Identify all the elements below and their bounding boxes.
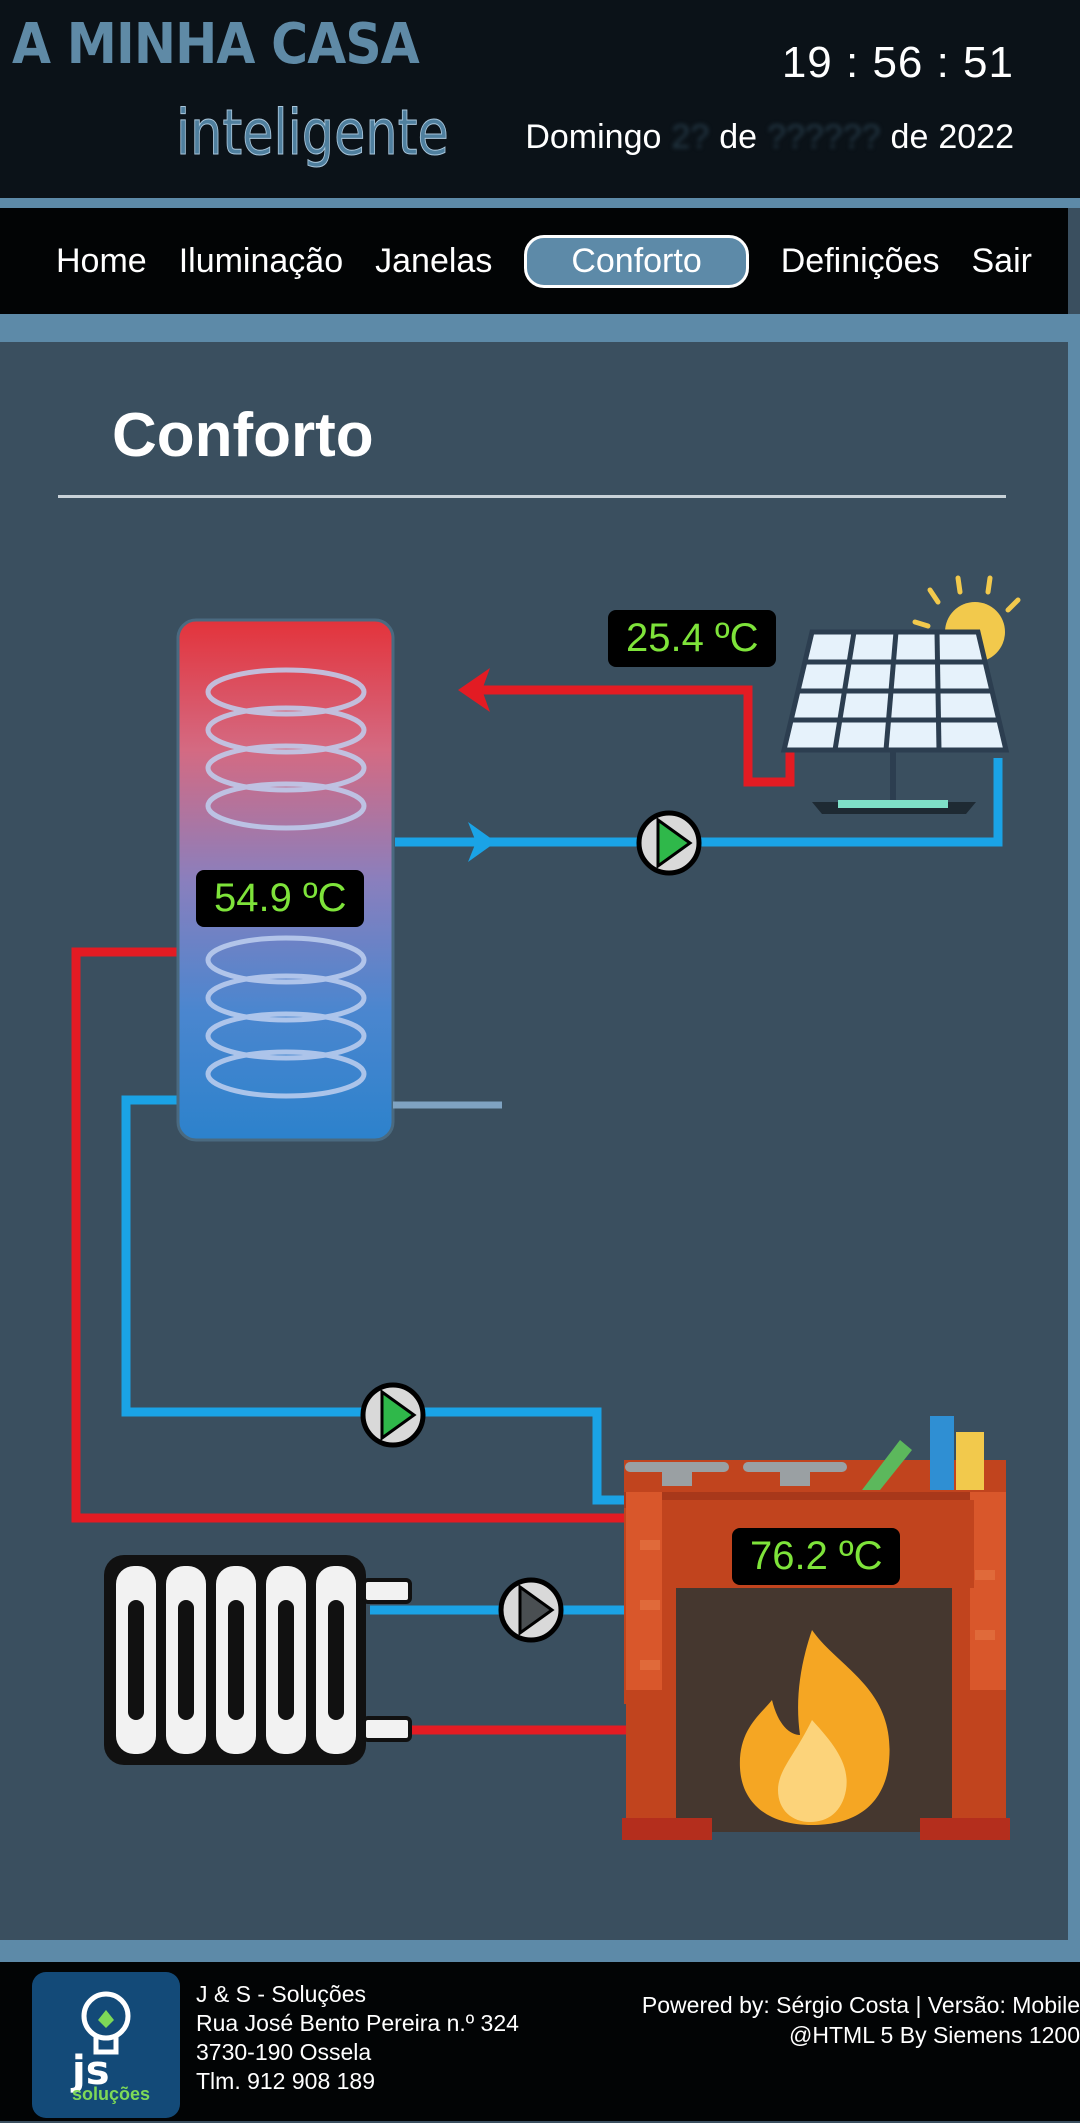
- svg-text:js: js: [70, 2048, 110, 2094]
- powered-by: Powered by: Sérgio Costa | Versão: Mobil…: [641, 1992, 1080, 2018]
- solar-temperature: 25.4 ºC: [608, 610, 777, 667]
- footer-divider: [0, 1940, 1080, 1962]
- solar-panel-icon: [780, 575, 1021, 814]
- nav-conforto[interactable]: Conforto: [524, 234, 749, 288]
- date-month: ??????: [767, 118, 881, 156]
- company-phone: Tlm. 912 908 189: [196, 2068, 376, 2094]
- date-weekday: Domingo: [525, 118, 662, 156]
- nav-definicoes[interactable]: Definições: [780, 241, 940, 280]
- nav-home[interactable]: Home: [56, 241, 147, 280]
- credits: Powered by: Sérgio Costa | Versão: Mobil…: [642, 1990, 1080, 2050]
- tech-stack: @HTML 5 By Siemens 1200: [789, 2022, 1080, 2048]
- footer: js soluções J & S - Soluções Rua José Be…: [0, 1962, 1080, 2121]
- header-divider: [0, 198, 1080, 208]
- date: Domingo 2? de ?????? de 2022: [525, 118, 1014, 157]
- content-border: [1068, 342, 1080, 1962]
- lightbulb-icon: js: [70, 1991, 131, 2094]
- brand-title: A MINHA CASA: [12, 12, 420, 77]
- company-logo: js soluções: [32, 1972, 180, 2118]
- radiator-icon: [104, 1555, 412, 1765]
- header: A MINHA CASA inteligente 19 : 56 : 51 Do…: [0, 0, 1080, 200]
- date-de: de: [719, 118, 758, 156]
- solar-pump-icon[interactable]: [636, 810, 702, 876]
- title-divider: [58, 495, 1006, 498]
- fireplace-icon: [622, 1416, 1010, 1840]
- date-day: 2?: [671, 118, 710, 156]
- main-nav: Home Iluminação Janelas Conforto Definiç…: [0, 208, 1068, 314]
- clock: 19 : 56 : 51: [781, 38, 1014, 87]
- date-de: de: [890, 118, 929, 156]
- nav-janelas[interactable]: Janelas: [375, 241, 493, 280]
- heating-diagram: 25.4 ºC 54.9 ºC 76.2 ºC: [0, 540, 1080, 1860]
- radiator-pump-icon[interactable]: [498, 1577, 564, 1643]
- nav-divider: [0, 314, 1080, 342]
- date-year: 2022: [938, 118, 1014, 156]
- fireplace-hot-pipe: [71, 947, 630, 1523]
- fireplace-pump-icon[interactable]: [360, 1382, 426, 1448]
- company-address: J & S - Soluções Rua José Bento Pereira …: [196, 1980, 519, 2096]
- solar-cold-pipe: [395, 758, 1003, 862]
- brand-subtitle: inteligente: [176, 96, 450, 170]
- nav-sair[interactable]: Sair: [971, 241, 1032, 280]
- page-title: Conforto: [112, 401, 374, 470]
- company-street: Rua José Bento Pereira n.º 324: [196, 2010, 519, 2036]
- tank-temperature: 54.9 ºC: [196, 870, 365, 927]
- company-name: J & S - Soluções: [196, 1981, 367, 2007]
- logo-label: soluções: [72, 2084, 151, 2104]
- nav-iluminacao[interactable]: Iluminação: [178, 241, 344, 280]
- fireplace-temperature: 76.2 ºC: [732, 1528, 901, 1585]
- company-postal: 3730-190 Ossela: [196, 2039, 372, 2065]
- solar-hot-pipe: [458, 668, 795, 787]
